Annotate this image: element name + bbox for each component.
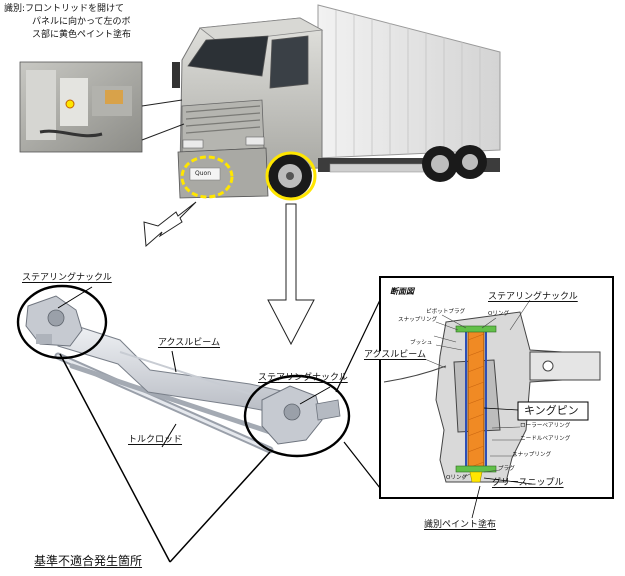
- part-label-bush: ブッシュ: [410, 340, 433, 346]
- cross-section-title: 断面図: [390, 287, 414, 296]
- part-label-o-ring-bottom: Oリング: [446, 475, 468, 481]
- side-window: [269, 35, 309, 89]
- left-knuckle-part: [25, 295, 83, 347]
- part-label-roller-bearing: ローラーベアリング: [520, 423, 571, 429]
- rear-wheel: [453, 145, 487, 179]
- side-mirror: [172, 62, 180, 88]
- highlight-wheel-circle: [265, 151, 317, 201]
- rear-wheel: [422, 146, 458, 182]
- callout-text-line1: 識別:フロントリッドを開けて: [4, 4, 125, 14]
- headlight: [245, 136, 265, 146]
- section-label-steering-knuckle: ステアリングナックル: [488, 292, 578, 302]
- arrow-to-section: [267, 203, 315, 346]
- section-label-king-pin: キングピン: [524, 404, 579, 417]
- label-axle-beam: アクスルビーム: [158, 338, 221, 348]
- part-label-pivot-plug: ピボットプラグ: [426, 309, 466, 315]
- front-bumper: [177, 147, 269, 199]
- yellow-paint-dot: [65, 99, 75, 109]
- front-wheel: [268, 154, 312, 198]
- right-knuckle-circle: [243, 374, 351, 458]
- part-label-needle-bearing: ニードルベアリング: [520, 436, 571, 442]
- highlight-bumper-circle: [180, 155, 234, 199]
- label-steering-knuckle-left: ステアリングナックル: [22, 273, 112, 283]
- callout-text-line2: パネルに向かって左のボ: [32, 17, 131, 27]
- section-label-grease-nipple: グリースニップル: [492, 478, 564, 488]
- front-axle-assembly: [25, 295, 341, 454]
- headlight: [182, 139, 204, 149]
- king-pin-label-box: [517, 401, 589, 421]
- bumper-badge-plate: [189, 167, 221, 181]
- part-label-o-ring-top: Oリング: [488, 311, 510, 317]
- section-label-axle-beam: アクスルビーム: [364, 350, 427, 360]
- callout-photo: [19, 61, 143, 153]
- part-label-snap-ring-top: スナップリング: [398, 317, 438, 323]
- truck-badge: Quon: [195, 170, 211, 177]
- right-knuckle-part: [261, 385, 341, 445]
- arrow-to-axle: [143, 201, 197, 248]
- callout-text-line3: ス部に黄色ペイント塗布: [32, 30, 132, 40]
- part-label-plug: プラグ: [498, 466, 515, 472]
- cargo-box: [317, 4, 501, 159]
- label-nonconformity-location: 基準不適合発生箇所: [34, 554, 143, 568]
- paint-mark: [469, 471, 483, 483]
- label-torque-rod: トルクロッド: [128, 435, 183, 445]
- label-steering-knuckle-right: ステアリングナックル: [258, 373, 348, 383]
- cab-roof: [198, 17, 324, 43]
- cross-section-drawing: [383, 299, 601, 519]
- section-label-identification-paint: 識別ペイント塗布: [424, 520, 497, 530]
- top-seal: [455, 325, 497, 333]
- truck-illustration: [172, 4, 501, 199]
- windshield: [187, 35, 269, 77]
- part-label-snap-ring-bottom: スナップリング: [512, 452, 552, 458]
